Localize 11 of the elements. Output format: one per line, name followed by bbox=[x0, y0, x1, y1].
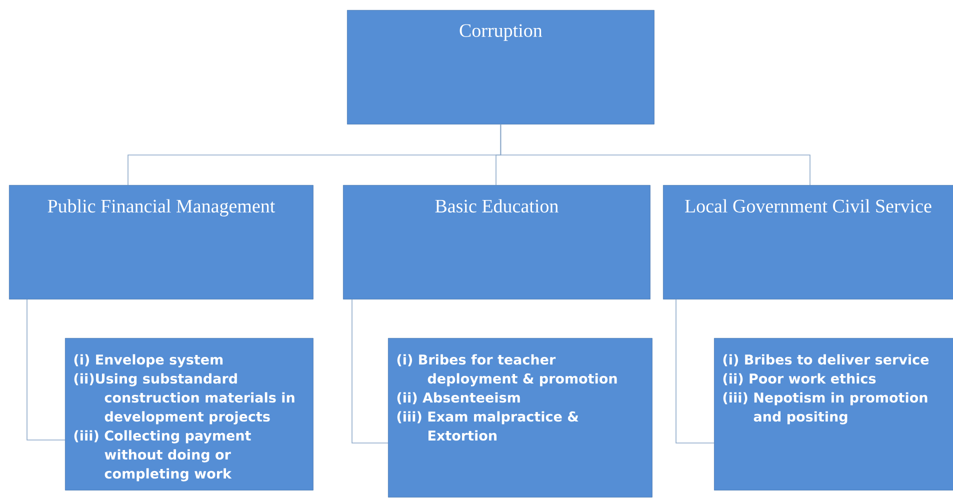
connector-line bbox=[676, 299, 714, 444]
category-box: Basic Education bbox=[343, 185, 650, 300]
list-box: (i) Bribes to deliver service (ii) Poor work ethics (iii) Nepotism in promotion and positing bbox=[714, 338, 953, 490]
category-box: Public Financial Management bbox=[9, 185, 314, 300]
connector-line bbox=[352, 299, 388, 444]
root-box: Corruption bbox=[347, 10, 654, 124]
category-box: Local Government Civil Service bbox=[663, 185, 953, 300]
list-box: (i) Bribes for teacher deployment & promotion (ii) Absenteeism (iii) Exam malpractice & Extortion bbox=[388, 338, 652, 498]
connector-line bbox=[26, 299, 66, 440]
list-box: (i) Envelope system (ii)Using substandard construction materials in development projects (iii) Collecting payment without doing or completing work bbox=[65, 338, 314, 490]
connector-line bbox=[500, 124, 810, 186]
